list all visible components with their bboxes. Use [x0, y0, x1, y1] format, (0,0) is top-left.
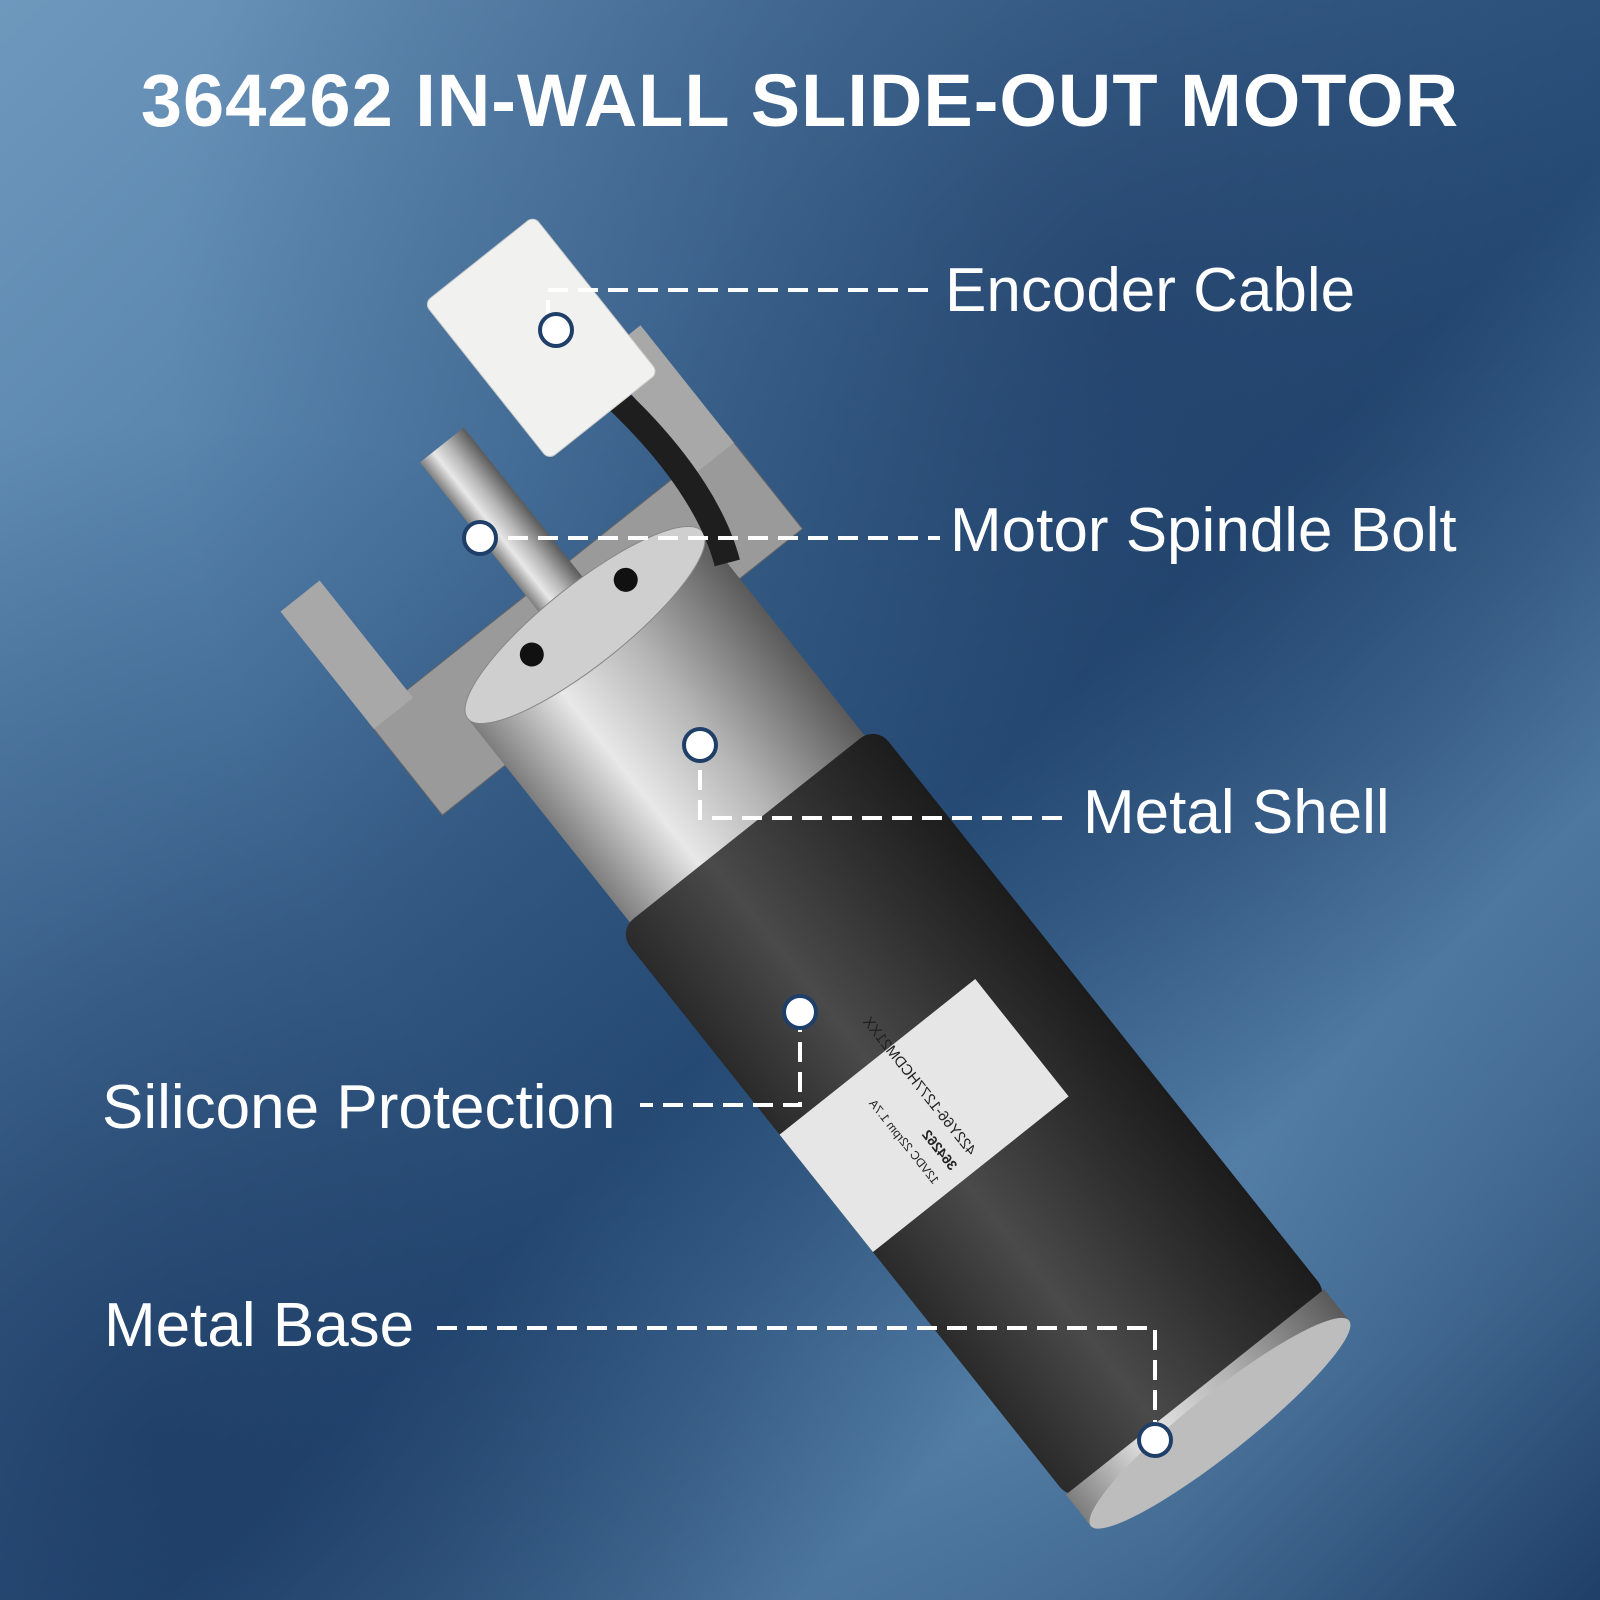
callout-silicone-protection: Silicone Protection — [102, 1073, 616, 1142]
dot-metal-shell — [682, 727, 718, 763]
dot-encoder-cable — [538, 312, 574, 348]
callout-encoder-cable: Encoder Cable — [945, 256, 1356, 325]
page-title: 364262 IN-WALL SLIDE-OUT MOTOR — [140, 59, 1460, 142]
callout-lines — [430, 288, 1157, 1440]
dot-metal-base — [1137, 1422, 1173, 1458]
dot-spindle-bolt — [462, 520, 498, 556]
callout-metal-shell: Metal Shell — [1083, 778, 1390, 847]
product-label: 422Y66-1277HCDM21XX 364262 12VDC 22rpm 1… — [779, 979, 1069, 1253]
bracket-fork-left — [280, 580, 414, 730]
dot-silicone-protection — [782, 994, 818, 1030]
spindle-bolt — [419, 427, 601, 635]
callout-metal-base: Metal Base — [104, 1291, 415, 1360]
callout-dots — [462, 312, 1173, 1458]
callout-motor-spindle-bolt: Motor Spindle Bolt — [950, 496, 1457, 565]
